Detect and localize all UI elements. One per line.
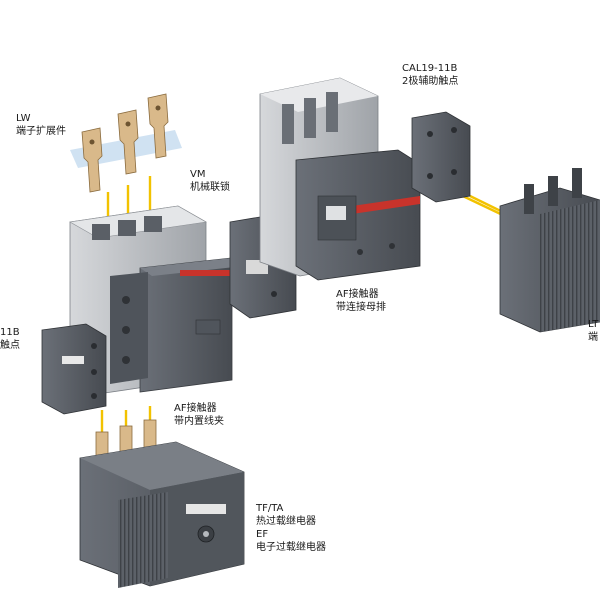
label-lw-desc: 端子扩展件 <box>16 126 66 137</box>
label-af-left-code: AF接触器 <box>174 403 217 414</box>
label-af-right-desc: 带连接母排 <box>336 302 386 313</box>
af-contactor-right <box>259 77 421 281</box>
label-cal-top: CAL19-11B 2极辅助触点 <box>402 62 458 88</box>
label-vm-code: VM <box>190 169 206 180</box>
lw-terminal-extension <box>70 93 182 193</box>
label-relay-line1: TF/TA <box>256 503 284 514</box>
label-cal-left-desc: 触点 <box>0 340 20 351</box>
label-cal-top-code: CAL19-11B <box>402 63 458 74</box>
label-relay-line4: 电子过载继电器 <box>256 542 326 553</box>
label-cal-left: 11B 触点 <box>0 326 20 352</box>
cal19-auxiliary-contact <box>411 111 471 203</box>
label-relay: TF/TA 热过载继电器 EF 电子过载继电器 <box>256 502 326 554</box>
label-af-left: AF接触器 带内置线夹 <box>174 402 224 428</box>
label-cal-top-desc: 2极辅助触点 <box>402 76 459 87</box>
label-relay-line2: 热过载继电器 <box>256 516 316 527</box>
label-af-right-code: AF接触器 <box>336 289 379 300</box>
label-lt-desc: 端 <box>588 332 598 343</box>
label-af-left-desc: 带内置线夹 <box>174 416 224 427</box>
auxiliary-contact-left <box>41 323 107 415</box>
label-lt: LT 端 <box>588 318 598 344</box>
label-lt-code: LT <box>588 319 599 330</box>
lt-terminal-cover <box>499 168 600 333</box>
overload-relay <box>79 441 245 588</box>
label-vm: VM 机械联锁 <box>190 168 230 194</box>
label-vm-desc: 机械联锁 <box>190 182 230 193</box>
label-lw-code: LW <box>16 113 31 124</box>
label-af-right: AF接触器 带连接母排 <box>336 288 386 314</box>
label-relay-line3: EF <box>256 529 269 540</box>
label-lw: LW 端子扩展件 <box>16 112 66 138</box>
label-cal-left-code: 11B <box>0 327 20 338</box>
